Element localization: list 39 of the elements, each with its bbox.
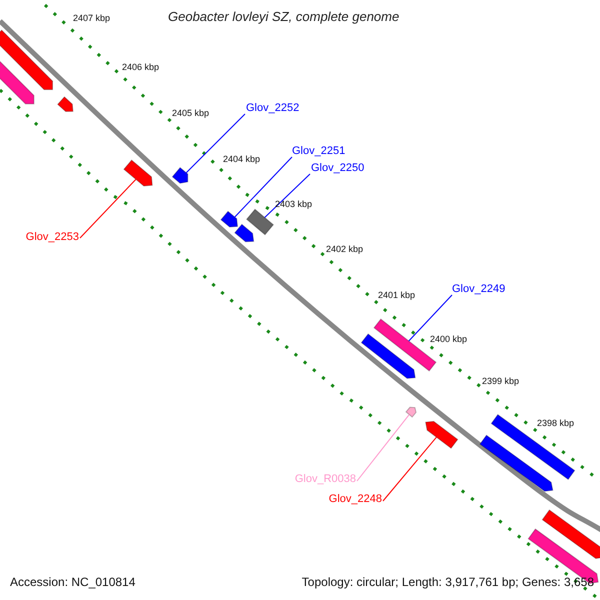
gene-label: Glov_2250 <box>311 163 364 174</box>
leader-line <box>80 178 136 238</box>
scale-label: 2402 kbp <box>326 245 364 254</box>
scale-label: 2407 kbp <box>73 14 110 23</box>
scale-label: 2400 kbp <box>430 335 468 344</box>
leader-line <box>234 156 292 218</box>
gene-feature <box>405 406 417 418</box>
scale-label: 2398 kbp <box>537 419 574 428</box>
gene-label: Glov_2248 <box>328 494 382 505</box>
gene-feature <box>425 420 458 449</box>
scale-label: 2405 kbp <box>172 109 210 118</box>
leader-line <box>382 436 437 502</box>
gene-label: Glov_R0038 <box>294 474 356 485</box>
scale-label: 2399 kbp <box>482 377 520 386</box>
gene-feature <box>57 96 74 112</box>
leader-line <box>356 414 410 482</box>
leader-line <box>186 114 246 174</box>
gene-feature <box>490 414 576 480</box>
accession-note: Accession: NC_010814 <box>10 576 136 588</box>
gene-feature <box>542 509 600 560</box>
gene-feature <box>220 210 238 228</box>
gene-feature <box>0 29 54 90</box>
gene-label: Glov_2253 <box>26 232 79 243</box>
gene-feature <box>123 159 153 187</box>
gene-feature <box>479 434 554 492</box>
gene-label: Glov_2252 <box>246 103 300 114</box>
genome-stats-note: Topology: circular; Length: 3,917,761 bp; Genes: 3,658 <box>302 576 594 588</box>
gene-feature <box>234 224 254 242</box>
leader-line <box>264 174 310 218</box>
map-title: Geobacter lovleyi SZ, complete genome <box>168 10 400 23</box>
scale-label: 2404 kbp <box>223 155 260 164</box>
gene-label: Glov_2251 <box>292 146 346 157</box>
scale-label: 2406 kbp <box>122 63 160 72</box>
gene-label: Glov_2249 <box>452 284 506 295</box>
gene-feature <box>360 333 416 379</box>
gene-feature <box>246 208 274 236</box>
scale-label: 2401 kbp <box>378 291 416 300</box>
leader-line <box>408 294 452 342</box>
gene-feature <box>172 166 188 184</box>
